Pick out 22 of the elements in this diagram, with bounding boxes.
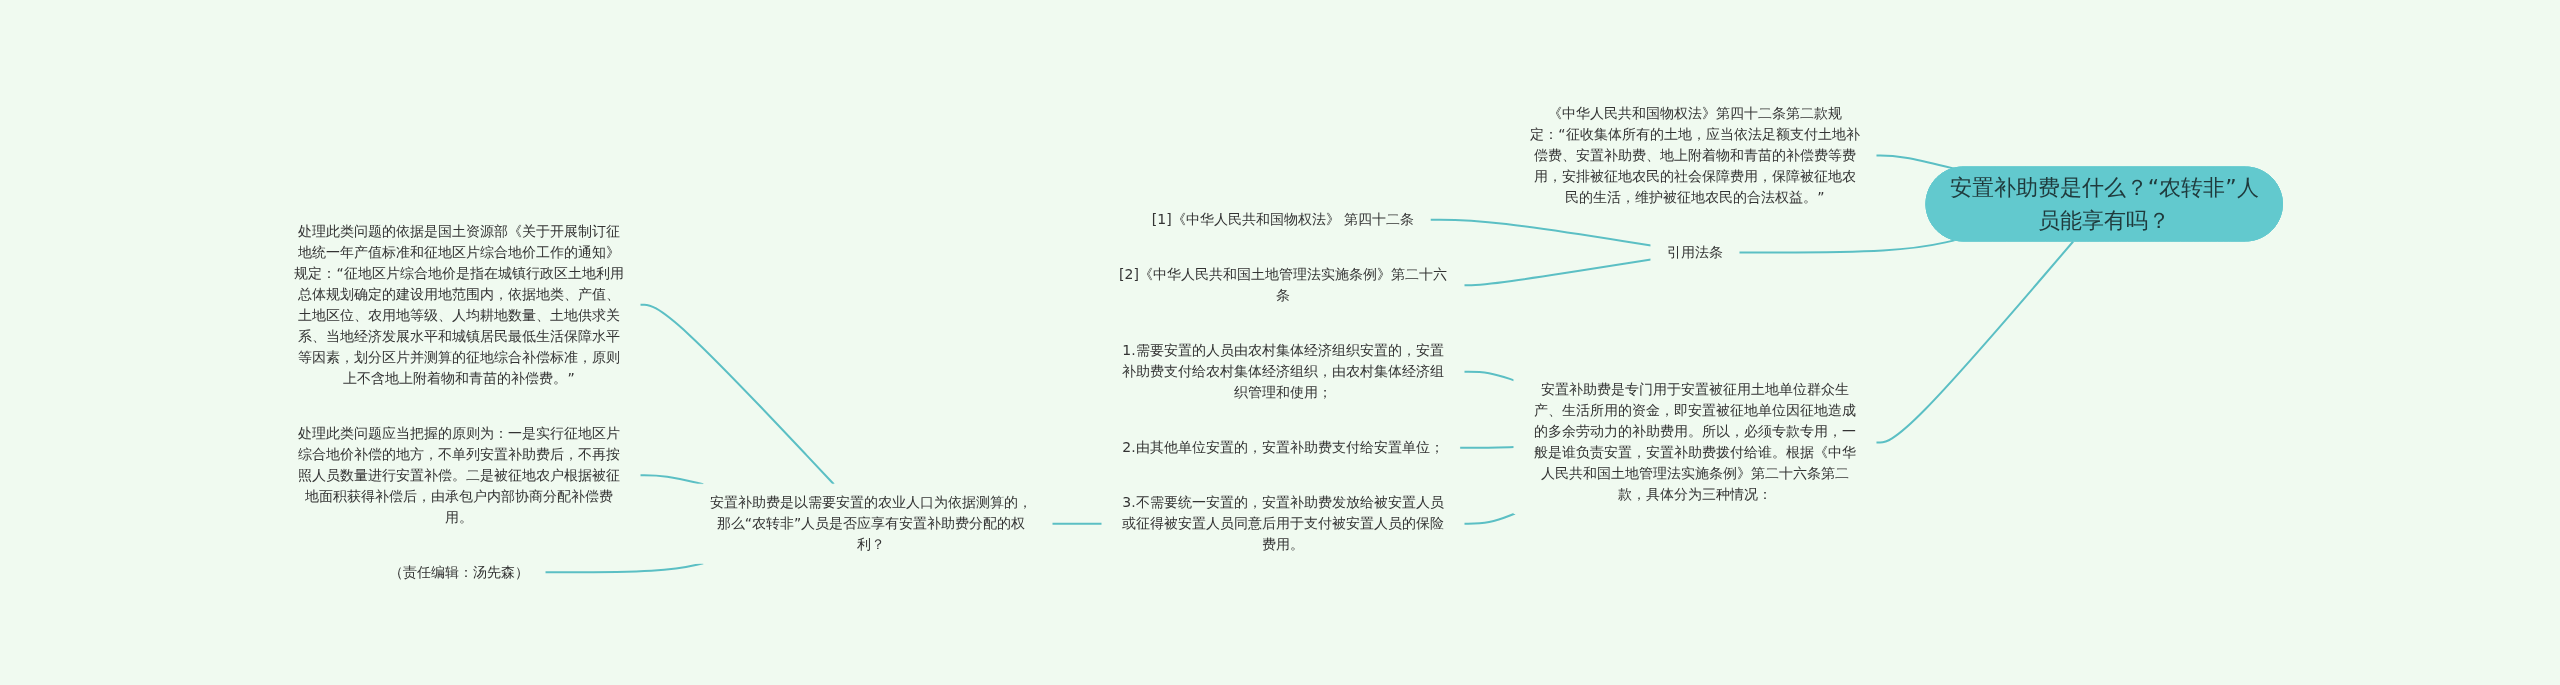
node-text: 1.需要安置的人员由农村集体经济组织安置的，安置补助费支付给农村集体经济组织，由农村集体经济组织管理和使用； [1121,341,1444,400]
connector [1874,240,2074,444]
connector [1462,512,1516,525]
node-text: 处理此类问题的依据是国土资源部《关于开展制订征地统一年产值标准和征地区片综合地价工作的通知》规定：“征地区片综合地价是指在城镇行政区土地利用总体规划确定的建设用地范围内，依据地类、产值、土地区位、农用地等级、人均耕地数量、土地供求关系、当地经济发展水平和城镇居民最低生活保障水平等因素，划分区片并测算的征地综合补偿标准，原则上不含地上附着物和青苗的补偿费。” [294,222,624,386]
connector [1050,522,1103,525]
connector [1458,445,1515,449]
connector [1462,258,1652,286]
connector [1737,239,1956,254]
connector [543,561,704,573]
node-text: 3.不需要统一安置的，安置补助费发放给被安置人员或征得被安置人员同意后用于支付被安置人员的保险费用。 [1121,493,1444,552]
connector [638,303,835,485]
node-text: 引用法条 [1666,243,1723,260]
node-text: [2]《中华人民共和国土地管理法实施条例》第二十六条 [1118,265,1447,303]
node-text: 2.由其他单位安置的，安置补助费支付给安置单位； [1122,438,1444,455]
connector [1462,370,1515,381]
node-text: 安置补助费是专门用于安置被征用土地单位群众生产、生活所用的资金，即安置被征地单位因征地造成的多余劳动力的补助费用。所以，必须专款专用，一般是谁负责安置，安置补助费拨付给谁。根据《中华人民共和国土地管理法实施条例》第二十六条第二款，具体分为三种情况： [1533,381,1856,503]
node-text: 处理此类问题应当把握的原则为：一是实行征地区片综合地价补偿的地方，不单列安置补助费后，不再按照人员数量进行安置补偿。二是被征地农户根据被征地面积获得补偿后，由承包户内部协商分配补偿费用。 [297,424,620,525]
connector [1428,218,1652,247]
node-text: [1]《中华人民共和国物权法》 第四十二条 [1151,210,1414,227]
node-text: （责任编辑：汤先森） [388,563,529,580]
node-text: 《中华人民共和国物权法》第四十二条第二款规定：“征收集体所有的土地，应当依法足额支付土地补偿费、安置补助费、地上附着物和青苗的补偿费等费用，安排被征地农民的社会保障费用，保障被征地农民的生活，维护被征地农民的合法权益。” [1530,104,1860,205]
node-text: 安置补助费是以需要安置的农业人口为依据测算的，那么“农转非”人员是否应享有安置补助费分配的权利？ [709,493,1032,552]
